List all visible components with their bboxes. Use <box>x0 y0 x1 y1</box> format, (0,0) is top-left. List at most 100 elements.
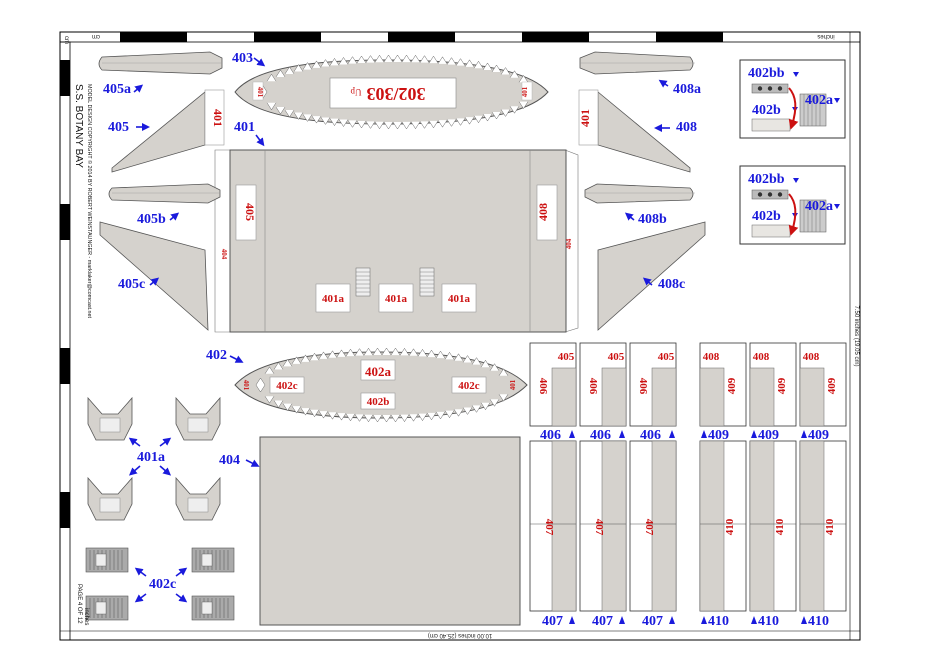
grille-402c <box>191 595 235 621</box>
print-401a-1: 401a <box>322 293 345 305</box>
ruler-top-block <box>656 32 723 42</box>
part-402bb-group-2: 402bb 402b 402a <box>739 165 846 245</box>
print-401-right: 401 <box>521 86 529 97</box>
part-408b <box>584 183 695 204</box>
label-arrow-up <box>669 616 675 624</box>
seat-cushion <box>99 497 121 513</box>
seat-401a <box>87 476 133 521</box>
print-strip-lower: 407 <box>543 519 555 536</box>
print-401a-2: 401a <box>385 293 408 305</box>
ruler-left <box>60 60 70 528</box>
grille-panel <box>201 601 213 615</box>
strip-lower: 407 407 <box>529 440 577 629</box>
part-401a-group <box>87 396 221 521</box>
print-up: Up <box>350 87 361 97</box>
label-strip-upper: 409 <box>758 428 779 443</box>
ruler-left-block <box>60 204 70 240</box>
label-arrow-up <box>801 616 807 624</box>
strip-fill <box>651 367 677 427</box>
label-arrow-up <box>801 430 807 438</box>
ruler-top-block <box>388 32 455 42</box>
grille-402c <box>191 547 235 573</box>
grille-panel <box>201 553 213 567</box>
print-strip-side: 406 <box>587 378 599 395</box>
grille-402c <box>85 547 129 573</box>
print-strip-side: 409 <box>726 377 738 394</box>
label-402a-1: 402a <box>805 93 833 108</box>
label-408a: 408a <box>673 82 701 97</box>
part-labels: 403 401 405a 405 405b 405c 408a 408 408b… <box>103 51 701 592</box>
part-403: 302/303 Up 401 401 <box>234 54 549 130</box>
label-402b-1: 402b <box>752 103 781 118</box>
label-405a: 405a <box>103 82 131 97</box>
label-arrow-up <box>569 430 575 438</box>
ruler-top-block <box>254 32 321 42</box>
label-strip-upper: 406 <box>590 428 611 443</box>
seat-401a <box>175 476 221 521</box>
print-401-wing-right: 401 <box>578 109 592 127</box>
print-401-left: 401 <box>256 87 264 98</box>
label-402bb-1: 402bb <box>748 66 785 81</box>
label-402b-2: 402b <box>752 209 781 224</box>
label-401a: 401a <box>137 450 165 465</box>
label-402c: 402c <box>149 577 176 592</box>
strip-fill <box>799 367 825 427</box>
hull-vents <box>355 267 435 297</box>
label-strip-lower: 407 <box>542 614 563 629</box>
part-404 <box>259 436 521 626</box>
strip-fill <box>601 440 627 612</box>
label-strip-lower: 410 <box>808 614 829 629</box>
label-401: 401 <box>234 120 255 135</box>
part-408: 401 <box>578 89 691 173</box>
label-arrow-up <box>701 616 707 624</box>
part-401: 405 408 404 404 401a 401a 401a <box>214 149 579 333</box>
label-arrows <box>128 57 670 603</box>
label-408b: 408b <box>638 212 667 227</box>
print-401a-3: 401a <box>448 293 471 305</box>
strip-fill <box>799 440 825 612</box>
strip-fill <box>699 440 725 612</box>
label-402: 402 <box>206 348 227 363</box>
print-404-left: 404 <box>220 249 228 260</box>
part-405a <box>98 51 223 75</box>
label-strip-lower: 410 <box>708 614 729 629</box>
label-405b: 405b <box>137 212 166 227</box>
scale-horizontal: 10.00 inches (25.40 cm) <box>428 632 492 638</box>
label-strip-lower: 410 <box>758 614 779 629</box>
part-405c <box>99 221 209 331</box>
print-402a: 402a <box>365 364 392 379</box>
ruler-left-block <box>60 60 70 96</box>
part-408a <box>579 51 695 75</box>
print-strip-top: 408 <box>753 351 770 363</box>
print-strip-side: 406 <box>637 378 649 395</box>
part-405: 401 <box>111 89 225 173</box>
model-title: S.S. BOTANY BAY <box>73 84 84 168</box>
print-401-wing-left: 401 <box>211 109 225 127</box>
grille-panel <box>95 553 107 567</box>
print-404-right: 404 <box>565 238 573 249</box>
seat-cushion <box>99 417 121 433</box>
label-arrow-up <box>569 616 575 624</box>
print-strip-top: 408 <box>703 351 720 363</box>
label-405: 405 <box>108 120 129 135</box>
label-408: 408 <box>676 120 697 135</box>
strip-fill <box>699 367 725 427</box>
grille-body <box>85 547 129 573</box>
print-408: 408 <box>536 203 550 221</box>
grille-402c <box>85 595 129 621</box>
label-408c: 408c <box>658 277 685 292</box>
print-302-303: 302/303 <box>366 84 425 104</box>
strip-fill <box>749 367 775 427</box>
label-strip-upper: 406 <box>540 428 561 443</box>
strip-fill <box>551 367 577 427</box>
ruler-top-block <box>120 32 187 42</box>
print-402c-right: 402c <box>458 380 480 392</box>
grille-body <box>191 595 235 621</box>
strip-fill <box>601 367 627 427</box>
label-strip-upper: 406 <box>640 428 661 443</box>
